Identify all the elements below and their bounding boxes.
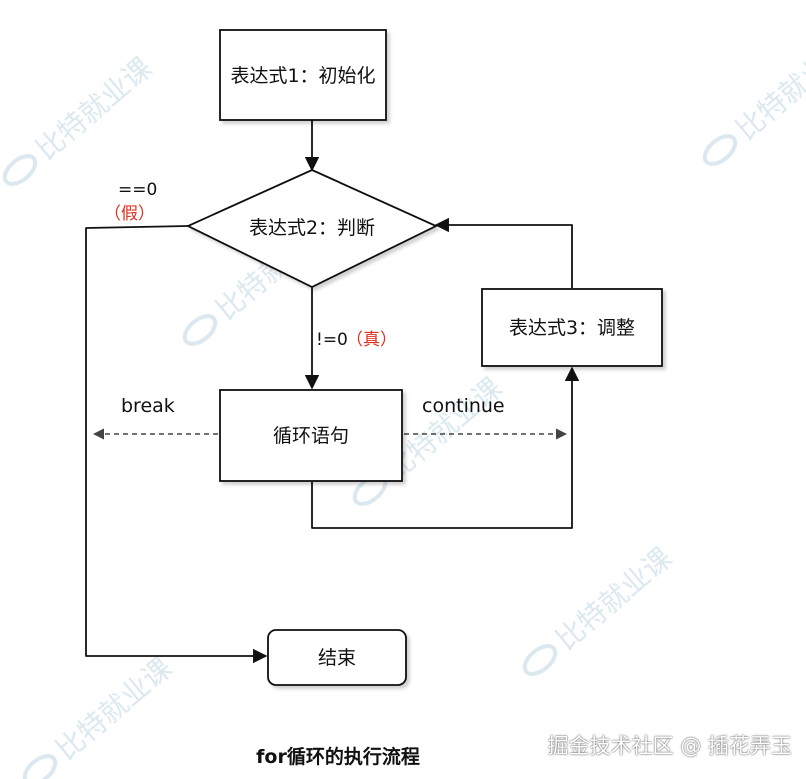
node-update-label: 表达式3：调整 xyxy=(509,317,635,339)
edge-judge-to-end xyxy=(85,225,268,664)
node-body: 循环语句 xyxy=(219,389,403,482)
node-update: 表达式3：调整 xyxy=(481,288,663,367)
node-init: 表达式1：初始化 xyxy=(219,29,387,121)
watermark-text: 比特就业课 xyxy=(730,31,806,146)
edge-update-to-judge xyxy=(434,217,573,288)
node-end: 结束 xyxy=(267,629,407,686)
label-true-cond: !=0 xyxy=(316,330,348,350)
node-judge-label: 表达式2：判断 xyxy=(249,217,375,239)
label-break: break xyxy=(121,395,175,417)
label-false-word: （假） xyxy=(104,204,155,224)
node-judge: 表达式2：判断 xyxy=(185,169,439,289)
edge-body-to-update xyxy=(311,366,580,529)
label-true-word: （真） xyxy=(346,330,397,350)
node-end-label: 结束 xyxy=(318,647,356,669)
watermark-text: 比特就业课 xyxy=(30,51,158,166)
node-body-label: 循环语句 xyxy=(273,425,349,447)
figure-caption: for循环的执行流程 xyxy=(256,746,420,768)
credit-watermark: 掘金技术社区 @ 插花弄玉 xyxy=(547,734,792,758)
node-init-label: 表达式1：初始化 xyxy=(230,65,375,87)
watermark-text: 比特就业课 xyxy=(550,541,678,656)
label-continue: continue xyxy=(422,395,505,417)
label-false-cond: ==0 xyxy=(118,180,157,200)
